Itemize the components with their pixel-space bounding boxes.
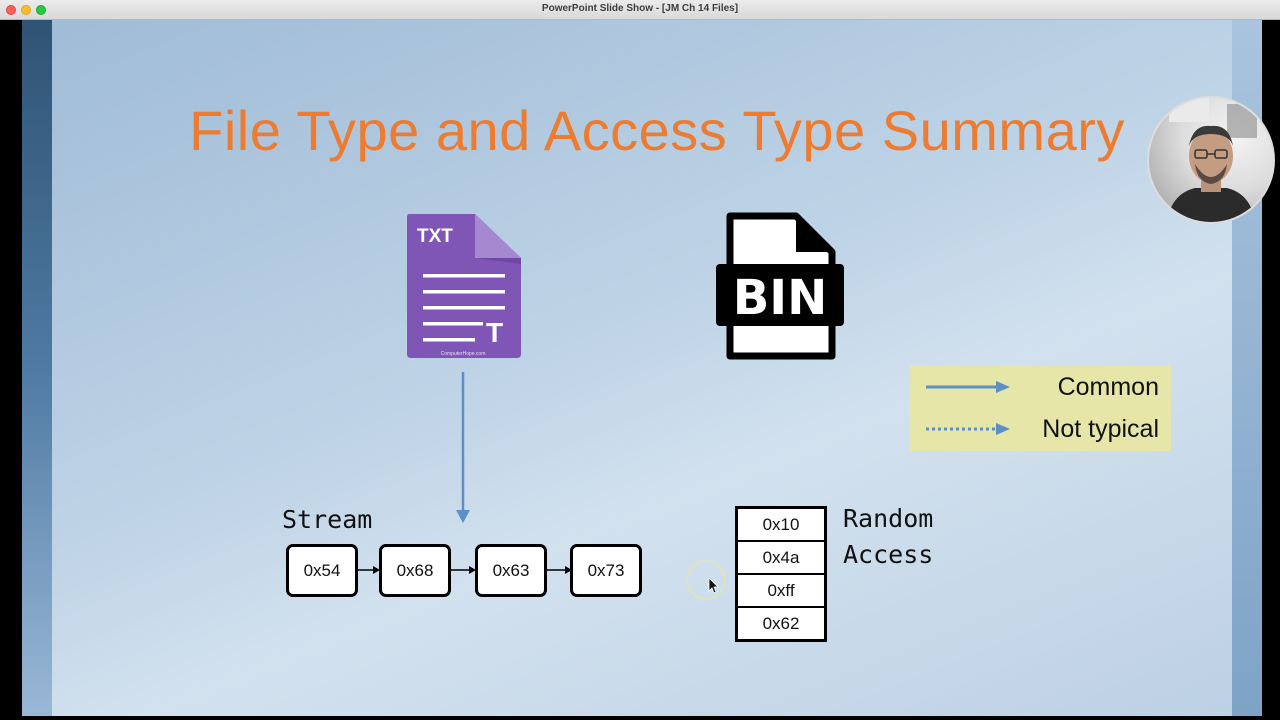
random-access-cell: 0xff: [738, 573, 824, 606]
stream-cell: 0x54: [286, 544, 358, 597]
random-access-label-line1: Random: [843, 504, 934, 533]
txt-file-icon: TXT T ComputerHope.com: [405, 212, 523, 365]
random-access-cell: 0x62: [738, 606, 824, 639]
legend-box: Common Not typical: [910, 365, 1171, 451]
random-access-cell: 0x4a: [738, 540, 824, 573]
legend-row-not-typical: Not typical: [910, 409, 1171, 449]
maximize-window-button[interactable]: [36, 5, 46, 15]
bin-icon-label: BIN: [733, 270, 828, 326]
solid-arrow-icon: [926, 381, 1010, 393]
stream-label: Stream: [282, 505, 373, 534]
txt-icon-label: TXT: [417, 226, 453, 247]
stream-cell: 0x63: [475, 544, 547, 597]
txt-icon-watermark: ComputerHope.com: [441, 351, 486, 357]
close-window-button[interactable]: [6, 5, 16, 15]
slide-title: File Type and Access Type Summary: [189, 99, 1125, 162]
common-down-arrow: [456, 372, 470, 523]
legend-not-typical-label: Not typical: [1042, 415, 1159, 443]
random-access-stack: 0x10 0x4a 0xff 0x62: [735, 506, 827, 642]
slide-left-band: [22, 20, 52, 716]
stream-cell: 0x68: [379, 544, 451, 597]
slide-canvas[interactable]: File Type and Access Type Summary TXT T …: [22, 20, 1262, 716]
legend-row-common: Common: [910, 367, 1171, 407]
dotted-arrow-icon: [926, 423, 1010, 435]
window-title: PowerPoint Slide Show - [JM Ch 14 Files]: [541, 3, 739, 14]
random-access-label-line2: Access: [843, 540, 934, 569]
window-titlebar: PowerPoint Slide Show - [JM Ch 14 Files]: [0, 0, 1280, 20]
webcam-video: [1147, 96, 1275, 224]
stream-cell: 0x73: [570, 544, 642, 597]
minimize-window-button[interactable]: [21, 5, 31, 15]
legend-common-label: Common: [1057, 373, 1159, 401]
bin-file-icon: BIN: [714, 212, 846, 367]
random-access-cell: 0x10: [762, 514, 800, 534]
txt-icon-corner-letter: T: [486, 317, 503, 348]
mouse-cursor-icon: [686, 560, 726, 600]
